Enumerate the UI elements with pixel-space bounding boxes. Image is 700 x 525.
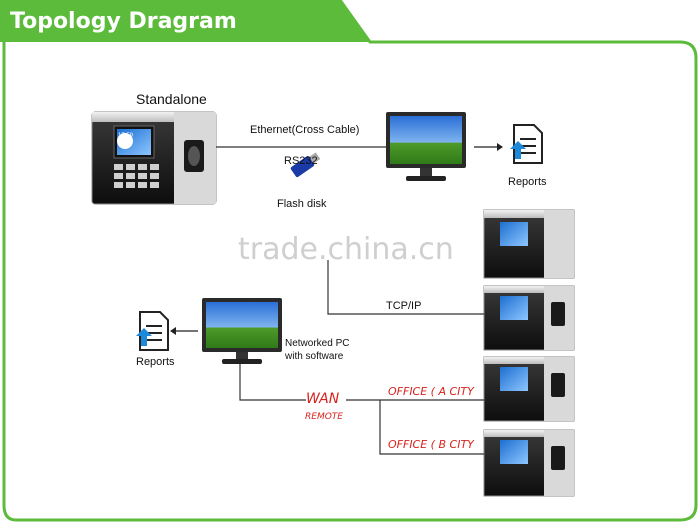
terminal-clock: 15:59 xyxy=(118,133,134,139)
tcpip-line xyxy=(327,260,484,315)
standalone-label: Standalone xyxy=(136,91,207,107)
terminal-1 xyxy=(483,209,575,279)
wan-to-office-b xyxy=(379,400,484,455)
office-a-label: OFFICE ( A CITY xyxy=(388,385,474,398)
pc-to-wan-line xyxy=(239,364,306,401)
standalone-keypad xyxy=(114,164,159,188)
standalone-pc xyxy=(386,112,466,181)
ethernet-label: Ethernet(Cross Cable) xyxy=(250,124,360,136)
networked-pc-label-line2: with software xyxy=(285,351,344,362)
networked-pc xyxy=(202,298,282,364)
watermark: trade.china.cn xyxy=(238,232,454,267)
standalone-arrow xyxy=(474,143,503,151)
rs232-label: RS232 xyxy=(284,155,318,167)
wan-label: WAN xyxy=(306,391,340,407)
network-arrow xyxy=(170,327,198,335)
reports-label-top: Reports xyxy=(508,176,547,188)
remote-label: REMOTE xyxy=(305,412,343,422)
tcpip-label: TCP/IP xyxy=(386,300,422,312)
page-title: Topology Dragram xyxy=(10,9,237,34)
networked-pc-label-line1: Networked PC xyxy=(285,338,350,349)
standalone-terminal xyxy=(91,111,217,205)
terminal-3 xyxy=(483,356,575,422)
office-b-label: OFFICE ( B CITY xyxy=(388,438,474,451)
header-tab-fill xyxy=(0,0,370,42)
reports-icon-bottom xyxy=(136,311,169,351)
terminal-2 xyxy=(483,285,575,351)
reports-icon-top xyxy=(510,124,543,164)
flash-disk-label: Flash disk xyxy=(277,198,327,210)
flash-disk-icon xyxy=(290,152,321,178)
reports-label-bottom: Reports xyxy=(136,356,175,368)
terminal-4 xyxy=(483,429,575,497)
